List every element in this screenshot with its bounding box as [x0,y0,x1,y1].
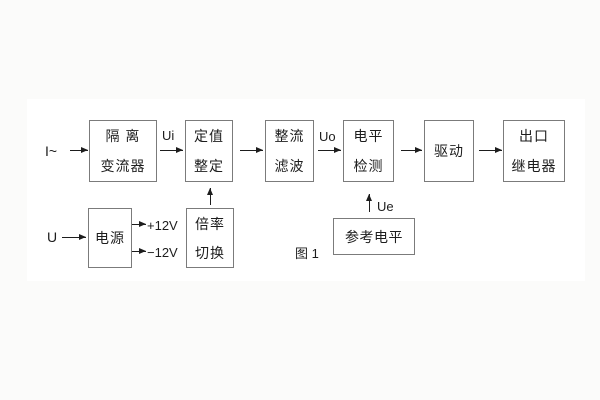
arrow-plus-12v [132,221,146,227]
arrow-setting-to-rectifier [240,147,263,153]
block-setting-adjust: 定值 整定 [185,120,233,182]
arrow-level-to-driver [401,147,422,153]
block-label: 倍率 [195,215,225,232]
block-label: 切换 [195,244,225,261]
block-label: 电平 [353,128,384,144]
label-input-voltage: U [47,229,58,245]
block-level-detector: 电平 检测 [343,120,394,182]
arrow-voltage-input [62,234,86,240]
label-plus-12v: +12V [147,218,178,233]
block-power-supply: 电源 [88,208,132,268]
label-input-current: I~ [45,143,58,159]
arrow-ue-to-level [366,194,372,212]
arrow-rectifier-to-level [318,147,341,153]
figure-caption: 图 1 [295,246,319,261]
block-output-relay: 出口 继电器 [503,120,565,182]
figure-panel: 隔 离 变流器 定值 整定 整流 滤波 电平 检测 驱动 出口 继电器 电源 倍… [27,99,585,281]
block-label: 滤波 [274,158,305,174]
arrow-isolation-to-setting [160,147,183,153]
block-label: 整定 [194,158,224,174]
block-isolation-transformer: 隔 离 变流器 [89,120,157,182]
block-rectifier-filter: 整流 滤波 [265,120,314,182]
block-label: 定值 [194,128,224,144]
block-driver: 驱动 [424,120,474,182]
arrow-ratio-to-setting [207,188,213,205]
block-label: 出口 [519,128,549,144]
block-label: 继电器 [511,158,557,174]
block-reference-level: 参考电平 [333,218,415,255]
block-label: 电源 [95,230,125,246]
arrow-current-input [70,147,88,153]
label-ui: Ui [162,128,175,143]
block-label: 变流器 [100,158,146,174]
block-label: 整流 [274,128,305,144]
block-label: 隔 离 [105,128,141,144]
block-label: 驱动 [434,143,464,159]
block-ratio-switch: 倍率 切换 [186,208,234,268]
label-uo: Uo [319,129,336,144]
label-ue: Ue [377,199,394,214]
arrow-driver-to-relay [479,147,502,153]
arrow-minus-12v [132,248,146,254]
block-label: 检测 [353,158,384,174]
block-label: 参考电平 [345,228,403,245]
label-minus-12v: −12V [147,245,178,260]
